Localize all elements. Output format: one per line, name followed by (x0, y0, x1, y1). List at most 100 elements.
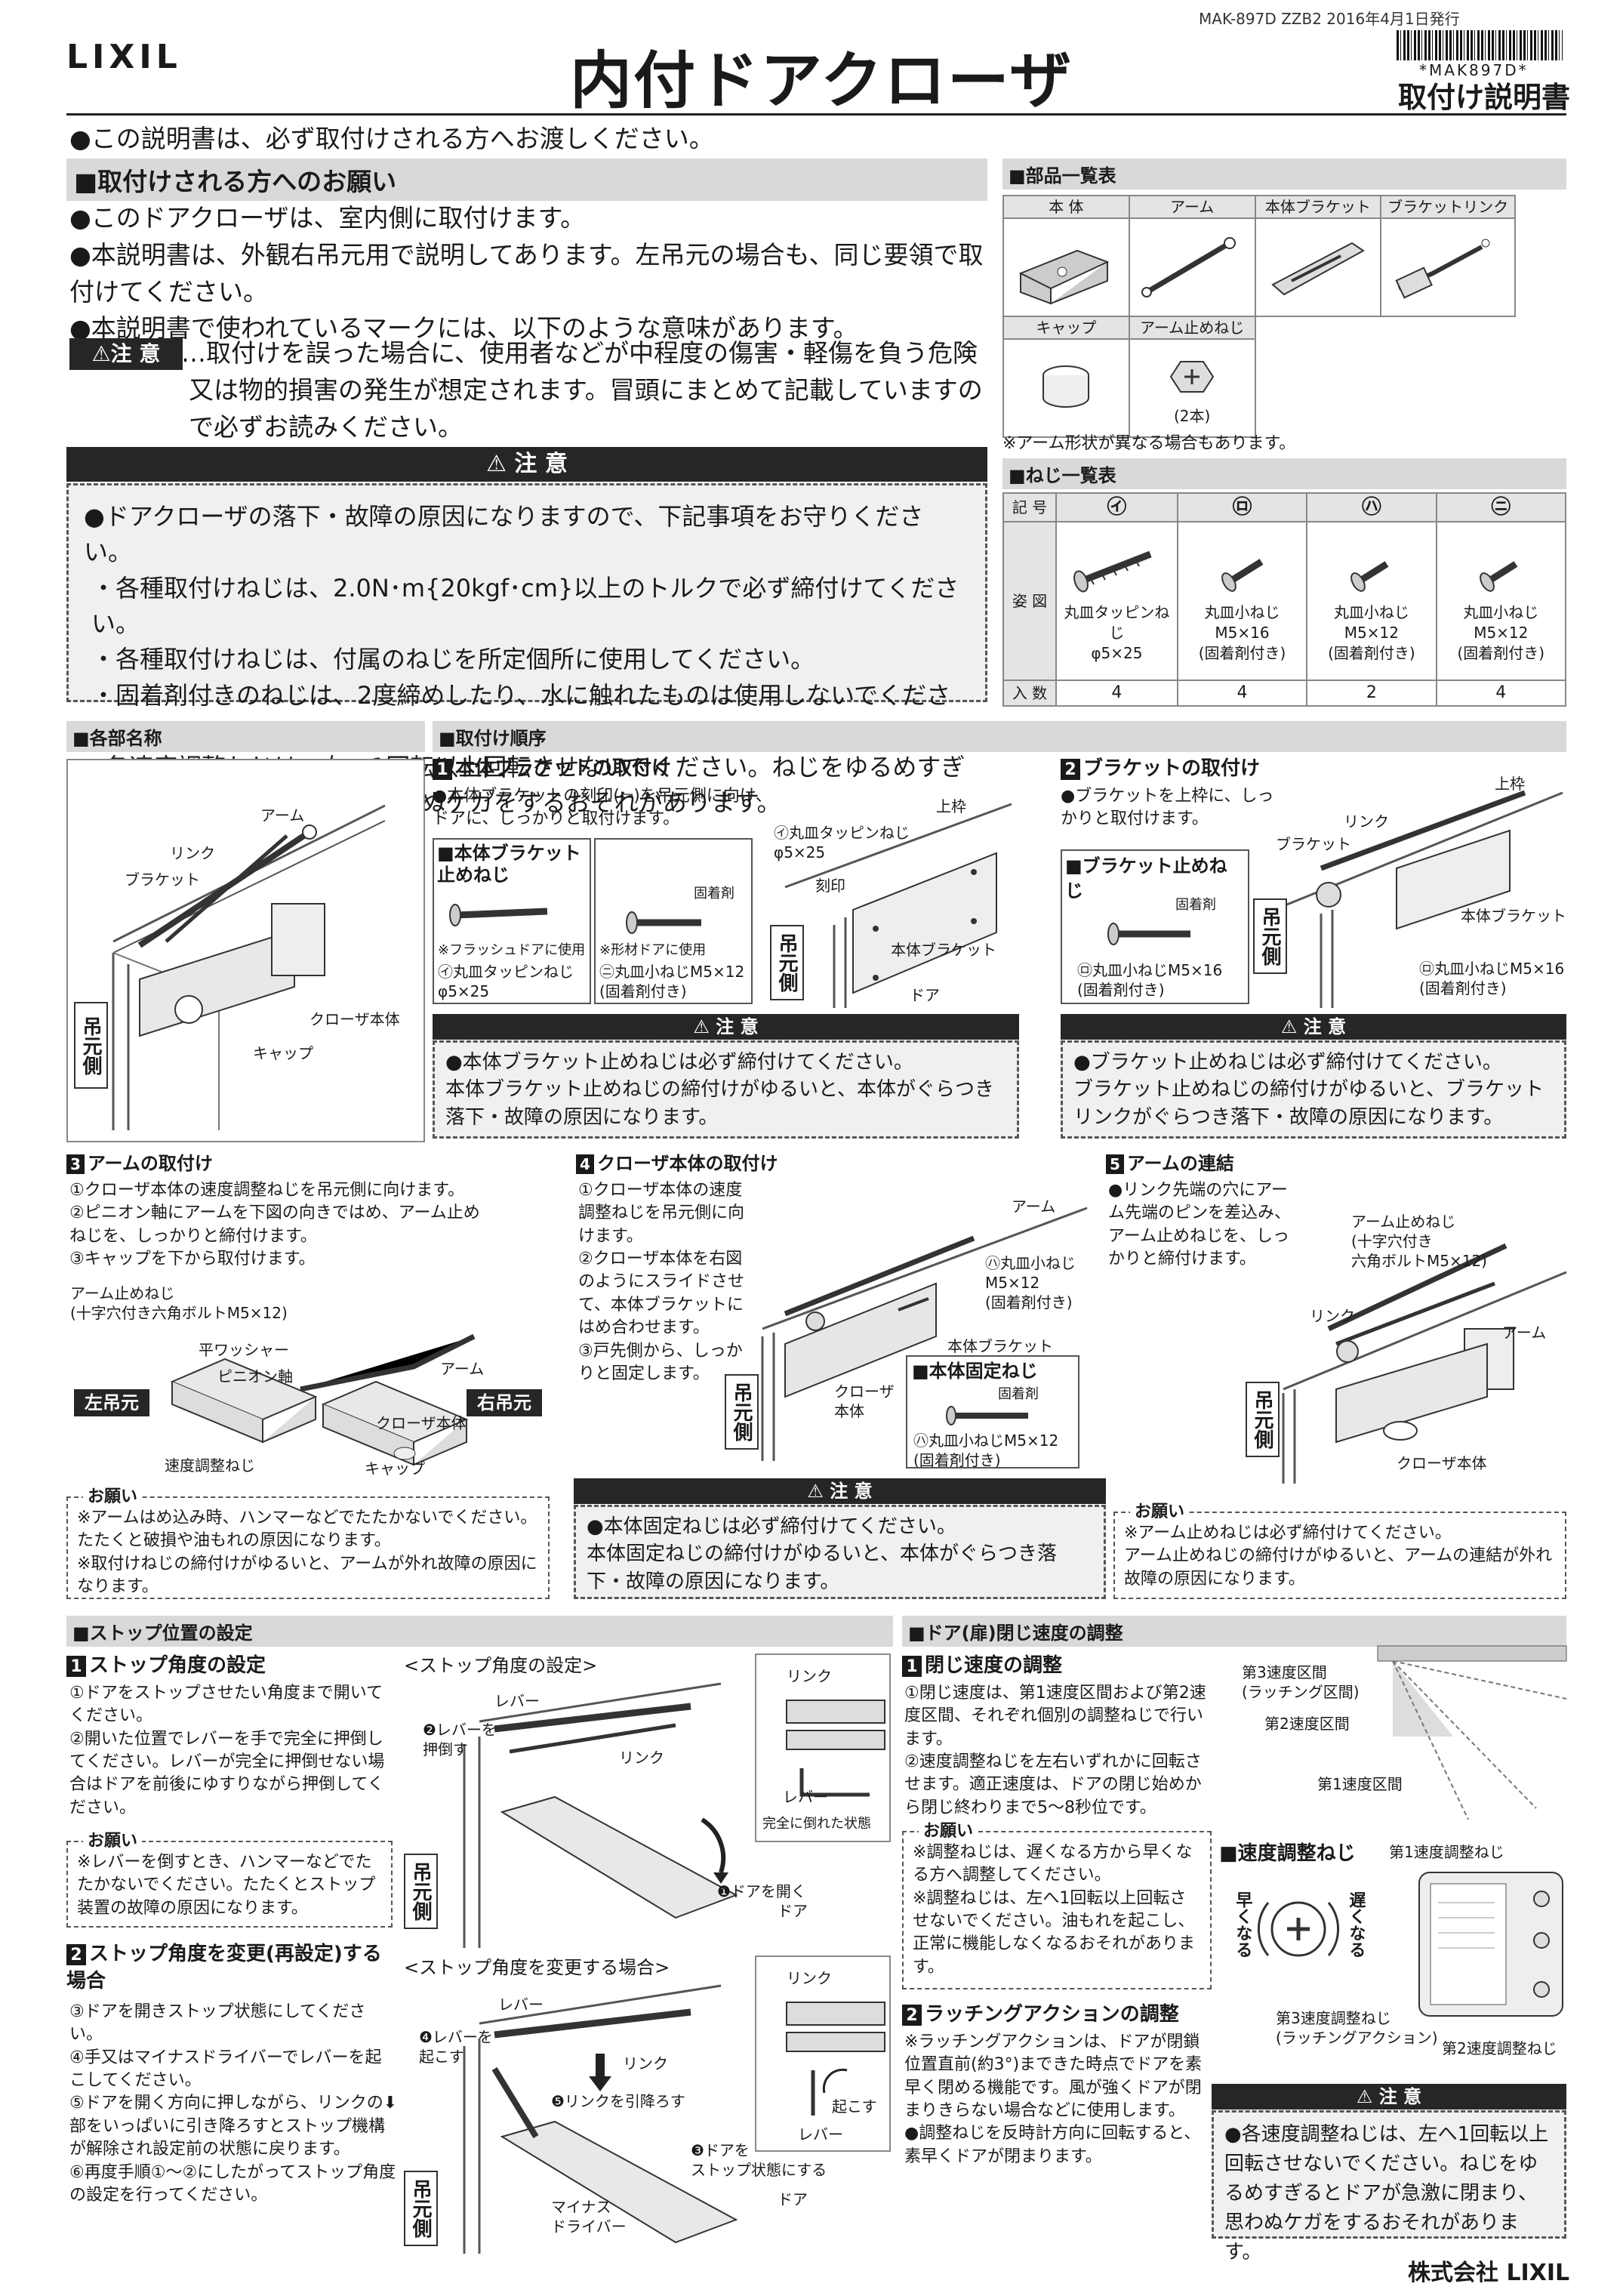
speed-s1-item: ②速度調整ねじを左右いずれかに回転させます。適正速度は、ドアの閉じ始めから閉じ終… (904, 1752, 1202, 1817)
part-body-image (1002, 217, 1130, 317)
stop-s2-list: ③ドアを開きストップ状態にしてください。 ④手又はマイナスドライバーでレバーを起… (69, 2001, 398, 2207)
label-arm: アーム (260, 806, 305, 824)
screw-symbol: ㋩ (1306, 492, 1437, 523)
screw-qty: 4 (1435, 680, 1567, 707)
speed-s2-list: ※ラッチングアクションは、ドアが閉鎖位置直前(約3°)まできた時点でドアを素早く… (904, 2031, 1214, 2168)
screws-row-label: 入 数 (1002, 680, 1057, 707)
part-arm-image (1128, 217, 1256, 317)
page-title: 内付ドアクローザ (570, 45, 1073, 117)
label-link: リンク (170, 844, 215, 862)
stop-s2-item: ④手又はマイナスドライバーでレバーを起こしてください。 (69, 2048, 382, 2091)
names-heading: ■各部名称 (66, 721, 425, 752)
step3-item: ②ピニオン軸にアームを下図の向きではめ、アーム止めねじを、しっかりと締付けます。 (69, 1203, 480, 1246)
label-cap: キャップ (253, 1044, 313, 1062)
step3-list: ①クローザ本体の速度調整ねじを吊元側に向けます。 ②ピニオン軸にアームを下図の向… (69, 1179, 492, 1271)
speed-s1-list: ①閉じ速度は、第1速度区間および第2速度区間、それぞれ個別の調整ねじで行います。… (904, 1682, 1214, 1820)
step3-item: ①クローザ本体の速度調整ねじを吊元側に向けます。 (69, 1181, 465, 1200)
part-arm-screw-image: (2本) (1128, 338, 1256, 438)
parts-header: キャップ (1002, 316, 1130, 340)
caution-desc: …取付けを誤った場合に、使用者などが中程度の傷害・軽傷を負う危険又は物的損害の発… (181, 338, 983, 442)
screw-symbol: ㋥ (1435, 492, 1567, 523)
caution-line: ・各種取付けねじは、2.0N･m{20kgf･cm}以上のトルクで必ず締付けてく… (91, 573, 959, 639)
step1-screw-box-frame: 固着剤 ※形材ドアに使用 ㋥丸皿小ねじM5×12 (固着剤付き) (594, 838, 753, 1004)
step1-text: ●本体ブラケットの刻印(⇦)を吊元側に向け、ドアに、しっかりと取付けます。 (433, 787, 772, 829)
speed-screw3-label: 第3速度調整ねじ (ラッチングアクション) (1276, 2009, 1438, 2047)
screw-name: 丸皿小ねじM5×12 (固着剤付き) (1457, 603, 1545, 662)
hinge-side-label: 吊元側 (74, 1002, 108, 1089)
request-item: ●本説明書で使われているマークには、以下のような意味があります。 (69, 313, 858, 344)
request-heading: ■取付けされる方へのお願い (66, 159, 987, 201)
stop-inset-2: リンク 起こす レバー (755, 1955, 891, 2152)
request-item: ●このドアクローザは、室内側に取付けます。 (69, 203, 586, 233)
step4-list: ①クローザ本体の速度調整ねじを吊元側に向けます。 ②クローザ本体を右図のようにス… (578, 1179, 744, 1385)
speed-zone-figure: 第3速度区間 (ラッチング区間) 第2速度区間 第1速度区間 (1219, 1645, 1567, 1831)
screws-table: 記 号 ㋑ ㋺ ㋩ ㋥ 姿 図 丸皿タッピンねじ φ5×25 丸皿小ねじM5×1… (1002, 492, 1567, 707)
stop-request-box: お願い ※レバーを倒すとき、ハンマーなどでたたかないでください。たたくとストップ… (66, 1830, 393, 1928)
step4-screw-box: ■本体固定ねじ 固着剤 ㋩丸皿小ねじM5×12 (固着剤付き) (906, 1355, 1079, 1469)
step2-caution-title: ⚠ 注 意 (1061, 1014, 1566, 1040)
step1-figure: 上枠 ㋑丸皿タッピンねじ φ5×25 刻印 本体ブラケット ドア 吊元側 (770, 789, 1019, 1008)
screw-symbol: ㋑ (1055, 492, 1178, 523)
screws-row-label: 記 号 (1002, 492, 1057, 523)
step4-caution-title: ⚠ 注 意 (574, 1478, 1106, 1504)
screw-name: 丸皿小ねじM5×12 (固着剤付き) (1328, 603, 1415, 662)
request-list: ●このドアクローザは、室内側に取付けます。 ●本説明書は、外観右吊元用で説明して… (69, 200, 987, 347)
barcode (1397, 30, 1563, 60)
stop-s1-item: ①ドアをストップさせたい角度まで開いてください。 (69, 1684, 383, 1726)
request-item: ●本説明書は、外観右吊元用で説明してあります。左吊元の場合も、同じ要領で取付けて… (69, 239, 984, 307)
parts-table: 本 体 アーム 本体ブラケット ブラケットリンク キャップ アーム止めねじ (2… (1002, 195, 1516, 438)
arm-screw-qty: (2本) (1173, 406, 1211, 425)
main-caution-title: ⚠ 注 意 (66, 447, 987, 482)
company-name: 株式会社 LIXIL (1408, 2260, 1570, 2286)
stop-s2-item: ⑤ドアを開く方向に押しながら、リンクの⬇部をいっぱいに引き降ろすとストップ機構が… (69, 2094, 398, 2159)
screw-qty: 2 (1306, 680, 1437, 707)
order-heading: ■取付け順序 (433, 721, 1566, 752)
stop-s2-item: ⑥再度手順①～②にしたがってストップ角度の設定を行ってください。 (69, 2162, 396, 2205)
speed-s1-item: ①閉じ速度は、第1速度区間および第2速度区間、それぞれ個別の調整ねじで行います。 (904, 1684, 1206, 1749)
screw-qty: 4 (1176, 680, 1308, 707)
screw-name: 丸皿小ねじM5×16 (固着剤付き) (1198, 603, 1286, 662)
doc-subtitle: 取付け説明書 (1398, 81, 1571, 114)
speed-request-box: お願い ※調整ねじは、遅くなる方から早くなる方へ調整してください。 ※調整ねじは… (902, 1820, 1212, 1989)
step2-text: ●ブラケットを上枠に、しっかりと取付けます。 (1061, 787, 1274, 829)
speed-screw2-label: 第2速度調整ねじ (1442, 2039, 1557, 2057)
speed-caution: ●各速度調整ねじは、左へ1回転以上回転させないでください。ねじをゆるめすぎるとド… (1212, 2110, 1566, 2264)
speed-screw-figure: 第1速度調整ねじ (1374, 1842, 1566, 2023)
stop-s1-item: ②開いた位置でレバーを手で完全に押倒してください。レバーが完全に押倒せない場合は… (69, 1729, 385, 1817)
speed-heading: ■ドア(扉)閉じ速度の調整 (902, 1616, 1566, 1647)
stop-s1-list: ①ドアをストップさせたい角度まで開いてください。 ②開いた位置でレバーを手で完全… (69, 1682, 398, 1820)
screw-i-cell: 丸皿タッピンねじ φ5×25 (1055, 521, 1178, 682)
caution-line: ・各種取付けねじは、付属のねじを所定個所に使用してください。 (91, 645, 815, 674)
step4-item: ①クローザ本体の速度調整ねじを吊元側に向けます。 (578, 1181, 745, 1246)
main-caution-box: ●ドアクローザの落下・故障の原因になりますので、下記事項をお守りください。 ・各… (66, 483, 987, 817)
caution-label: ⚠注 意 (69, 338, 183, 370)
barcode-text: *MAK897D* (1419, 61, 1529, 79)
part-cap-image (1002, 338, 1130, 438)
parts-header: ブラケットリンク (1380, 195, 1516, 219)
part-body-bracket-image (1254, 217, 1382, 317)
step5-figure: アーム止めねじ (十字穴付き 六角ボルトM5×12) リンク アーム クローザ本… (1238, 1200, 1567, 1484)
screws-row-label: 姿 図 (1002, 521, 1057, 682)
screw-ha-cell: 丸皿小ねじM5×12 (固着剤付き) (1306, 521, 1437, 682)
caution-line: ●ドアクローザの落下・故障の原因になりますので、下記事項をお守りください。 (84, 502, 924, 567)
hand-over-note: ●この説明書は、必ず取付けされる方へお渡しください。 (69, 124, 714, 153)
label-closer-body: クローザ本体 (310, 1010, 400, 1028)
parts-heading: ■部品一覧表 (1002, 159, 1566, 190)
step3-request-box: お願い ※アームはめ込み時、ハンマーなどでたたかないでください。たたくと破損や油… (66, 1486, 550, 1599)
speed-s2-item: ※ラッチングアクションは、ドアが閉鎖位置直前(約3°)まできた時点でドアを素早く… (904, 2032, 1203, 2121)
step5-text: ●リンク先端の穴にアーム先端のピンを差込み、アーム止めねじを、しっかりと締付けま… (1108, 1181, 1292, 1269)
parts-header: アーム (1128, 195, 1256, 219)
lixil-logo: LIXIL (66, 38, 182, 76)
speed-s2-item: ●調整ねじを反時計方向に回転すると、素早くドアが閉まります。 (904, 2124, 1201, 2166)
step1-screw-box-flush: ■本体ブラケット止めねじ ※フラッシュドアに使用 ㋑丸皿タッピンねじ φ5×25 (433, 838, 591, 1004)
speed-screw-dial: 早くなる 遅くなる (1233, 1891, 1366, 1958)
step1-caution-title: ⚠ 注 意 (433, 1014, 1019, 1040)
part-bracket-link-image (1380, 217, 1516, 317)
